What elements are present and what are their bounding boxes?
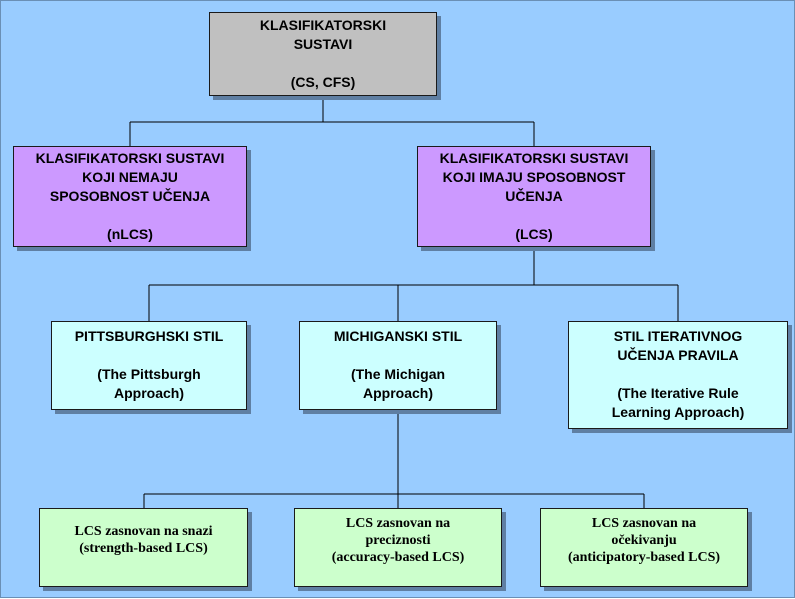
node-pittsburgh-en2: Approach) xyxy=(114,385,184,401)
node-michigan-en2: Approach) xyxy=(363,385,433,401)
node-accuracy-line2: preciznosti xyxy=(365,533,431,548)
node-classifier-systems-line2: SUSTAVI xyxy=(293,36,353,52)
node-anticipatory-based: LCS zasnovan na očekivanju (anticipatory… xyxy=(540,508,748,587)
node-nlcs-line1: KLASIFIKATORSKI SUSTAVI xyxy=(35,150,225,166)
node-anticipatory-line1: LCS zasnovan na xyxy=(591,516,697,531)
node-strength-based: LCS zasnovan na snazi (strength-based LC… xyxy=(39,508,248,587)
node-iterative-en2: Learning Approach) xyxy=(611,404,745,420)
node-iterative-en1: (The Iterative Rule xyxy=(617,385,739,401)
node-pittsburgh-en1: (The Pittsburgh xyxy=(97,366,201,382)
node-iterative-style: STIL ITERATIVNOG UČENJA PRAVILA (The Ite… xyxy=(568,321,788,429)
node-pittsburgh-title: PITTSBURGHSKI STIL xyxy=(74,328,224,344)
node-strength-line2: (strength-based LCS) xyxy=(79,541,208,556)
node-lcs-line1: KLASIFIKATORSKI SUSTAVI xyxy=(439,150,629,166)
node-iterative-title2: UČENJA PRAVILA xyxy=(617,347,739,363)
node-michigan-style: MICHIGANSKI STIL (The Michigan Approach) xyxy=(299,321,497,410)
node-nlcs-abbr: (nLCS) xyxy=(107,226,153,242)
node-classifier-systems: KLASIFIKATORSKI SUSTAVI (CS, CFS) xyxy=(209,12,437,96)
node-lcs: KLASIFIKATORSKI SUSTAVI KOJI IMAJU SPOSO… xyxy=(417,146,651,247)
node-michigan-en1: (The Michigan xyxy=(350,366,446,382)
node-accuracy-line3: (accuracy-based LCS) xyxy=(331,550,465,565)
node-lcs-abbr: (LCS) xyxy=(515,226,553,242)
node-classifier-systems-line1: KLASIFIKATORSKI xyxy=(259,17,387,33)
node-accuracy-based: LCS zasnovan na preciznosti (accuracy-ba… xyxy=(294,508,502,587)
node-nlcs-line2: KOJI NEMAJU xyxy=(82,169,178,185)
node-anticipatory-line2: očekivanju xyxy=(611,533,677,548)
node-pittsburgh-style: PITTSBURGHSKI STIL (The Pittsburgh Appro… xyxy=(51,321,247,410)
node-lcs-line3: UČENJA xyxy=(505,188,563,204)
node-iterative-title1: STIL ITERATIVNOG xyxy=(613,328,743,344)
node-anticipatory-line3: (anticipatory-based LCS) xyxy=(567,550,721,565)
node-lcs-line2: KOJI IMAJU SPOSOBNOST xyxy=(442,169,626,185)
node-nlcs-line3: SPOSOBNOST UČENJA xyxy=(49,188,211,204)
node-michigan-title: MICHIGANSKI STIL xyxy=(333,328,463,344)
node-strength-line1: LCS zasnovan na snazi xyxy=(74,524,213,539)
node-nlcs: KLASIFIKATORSKI SUSTAVI KOJI NEMAJU SPOS… xyxy=(13,146,247,247)
node-accuracy-line1: LCS zasnovan na xyxy=(345,516,451,531)
node-classifier-systems-abbr: (CS, CFS) xyxy=(290,74,356,90)
